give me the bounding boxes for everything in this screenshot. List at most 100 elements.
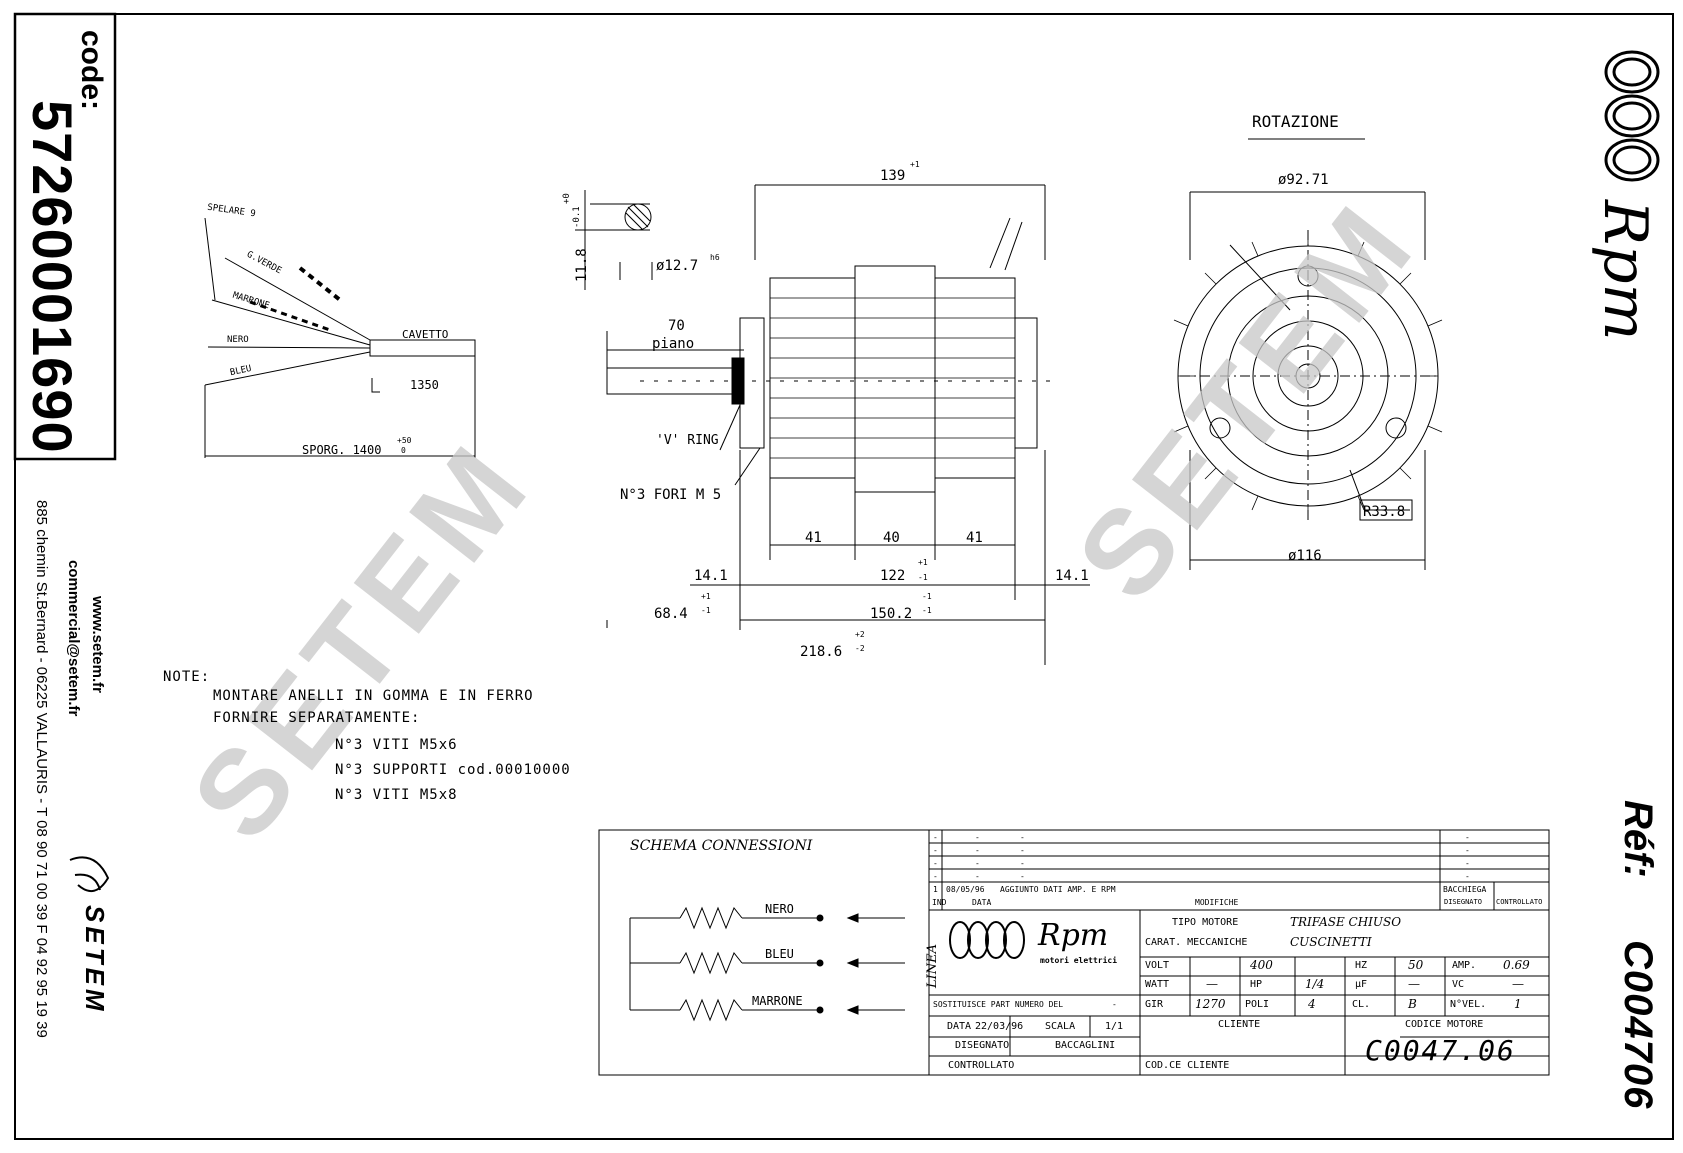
hz-label: HZ [1355, 960, 1368, 971]
dim-122-tol-top: +1 [918, 558, 928, 567]
email-link[interactable]: commercial@setem.fr [65, 560, 82, 717]
rev-row-3-desc: - [1020, 859, 1025, 868]
nvel-value: 1 [1514, 997, 1522, 1011]
code-label: code: [75, 30, 108, 111]
controllato-label: CONTROLLATO [948, 1060, 1015, 1071]
gir-label: GIR [1145, 999, 1164, 1010]
cl-value: B [1408, 997, 1417, 1011]
email-wrap: commercial@setem.fr [64, 560, 82, 716]
watt-value: — [1206, 977, 1218, 991]
dim-122-tol-bot: -1 [918, 573, 928, 582]
dim-116: ø116 [1288, 548, 1322, 564]
dim-r338: R33.8 [1363, 504, 1406, 520]
dim-1502: 150.2 [870, 606, 913, 622]
dim-139-tol: +1 [910, 160, 920, 169]
code-value-wrap: 57260001690 [20, 100, 85, 454]
tb-logo-sub: motori elettrici [1040, 956, 1118, 965]
rev-row-4-by: - [1465, 872, 1470, 881]
schema-title: SCHEMA CONNESSIONI [630, 838, 813, 854]
label-rotazione: ROTAZIONE [1252, 112, 1339, 131]
codice-label: CODICE MOTORE [1405, 1019, 1484, 1030]
ref-value: C004706 [1616, 940, 1660, 1110]
website-wrap: www.setem.fr [88, 596, 106, 693]
hdr-disegnato: DISEGNATO [1444, 898, 1482, 906]
dim-41a: 41 [805, 530, 822, 546]
dim-1502-tol-top: -1 [922, 592, 932, 601]
label-sporg-tol: +50 [397, 436, 412, 445]
label-nero: NERO [227, 335, 249, 345]
uf-label: µF [1355, 979, 1368, 990]
label-v-ring: 'V' RING [656, 433, 719, 448]
dim-9271: ø92.71 [1278, 172, 1329, 188]
dim-684-tol-top: +1 [701, 592, 711, 601]
amp-value: 0.69 [1503, 958, 1530, 972]
notes-line-1: MONTARE ANELLI IN GOMMA E IN FERRO [213, 688, 534, 704]
tipo-value: TRIFASE CHIUSO [1290, 915, 1402, 929]
shaft-section [575, 190, 653, 290]
rev1-date: 08/05/96 [946, 885, 985, 894]
volt-value: 400 [1250, 958, 1273, 972]
ref-label: Réf: [1616, 800, 1660, 878]
ref-value-wrap: C004706 [1615, 940, 1660, 1109]
rev-row-1-date: - [975, 833, 980, 842]
dim-2186: 218.6 [800, 644, 843, 660]
shaft-fit: h6 [710, 253, 720, 262]
title-block-grid [928, 829, 1550, 1076]
rev-row-2-desc: - [1020, 846, 1025, 855]
code-box [13, 12, 117, 461]
amp-label: AMP. [1452, 960, 1477, 971]
nvel-label: N°VEL. [1450, 999, 1487, 1010]
setem-brand-wrap: SETEM [79, 905, 110, 1015]
hp-label: HP [1250, 979, 1263, 990]
rev-row-3-n: - [933, 859, 938, 868]
label-sporg-tol2: 0 [401, 446, 406, 455]
dim-684: 68.4 [654, 606, 688, 622]
sheet-border [14, 13, 1674, 1140]
website-link[interactable]: www.setem.fr [89, 596, 106, 693]
motor-side-view [606, 184, 1090, 665]
schema-linea: LINEA [925, 943, 940, 988]
notes-line-4: N°3 SUPPORTI cod.00010000 [335, 762, 571, 778]
hdr-ind: IND [932, 898, 947, 907]
rev1-desc: AGGIUNTO DATI AMP. E RPM [1000, 885, 1116, 894]
shaft-length: 70 [668, 318, 685, 334]
setem-brand: SETEM [80, 905, 110, 1015]
shaft-piano: piano [652, 336, 695, 352]
notes-line-2: FORNIRE SEPARATAMENTE: [213, 710, 421, 726]
cliente-label: CLIENTE [1218, 1019, 1261, 1030]
dim-40: 40 [883, 530, 900, 546]
carat-value: CUSCINETTI [1290, 935, 1372, 949]
dim-14-left: 14.1 [694, 568, 728, 584]
label-holes: N°3 FORI M 5 [620, 487, 722, 503]
vc-label: VC [1452, 979, 1465, 990]
notes-title: NOTE: [163, 669, 211, 685]
code-value: 57260001690 [21, 100, 84, 454]
rpm-brand: Rpm [1590, 200, 1660, 341]
data-value: 22/03/96 [975, 1021, 1024, 1032]
cable-drawing [204, 217, 476, 458]
hdr-controllato: CONTROLLATO [1496, 898, 1543, 906]
address-wrap: 885 chemin St.Bernard - 06225 VALLAURIS … [32, 500, 50, 1038]
rpm-rings-logo [1604, 50, 1660, 182]
disegnato-value: BACCAGLINI [1055, 1040, 1116, 1051]
schema-wire-nero: NERO [765, 902, 794, 916]
shaft-flat: 11.8 [574, 248, 590, 282]
hdr-data: DATA [972, 898, 992, 907]
rev-row-2-by: - [1465, 846, 1470, 855]
label-cavetto: CAVETTO [402, 328, 449, 341]
rev1-by: BACCHIEGA [1443, 885, 1487, 894]
cl-label: CL. [1352, 999, 1371, 1010]
shaft-tol-top: +0 [562, 193, 572, 204]
ref-label-wrap: Réf: [1615, 800, 1660, 878]
data-label: DATA [947, 1021, 972, 1032]
gir-value: 1270 [1195, 997, 1226, 1011]
schema-drawing [598, 829, 930, 1076]
sostituisce-label: SOSTITUISCE PART NUMERO DEL [933, 1000, 1064, 1009]
poli-value: 4 [1308, 997, 1316, 1011]
dim-1502-tol-bot: -1 [922, 606, 932, 615]
dim-41b: 41 [966, 530, 983, 546]
rev-row-2-date: - [975, 846, 980, 855]
rev-row-1-by: - [1465, 833, 1470, 842]
title-logo-rings [949, 921, 1025, 959]
